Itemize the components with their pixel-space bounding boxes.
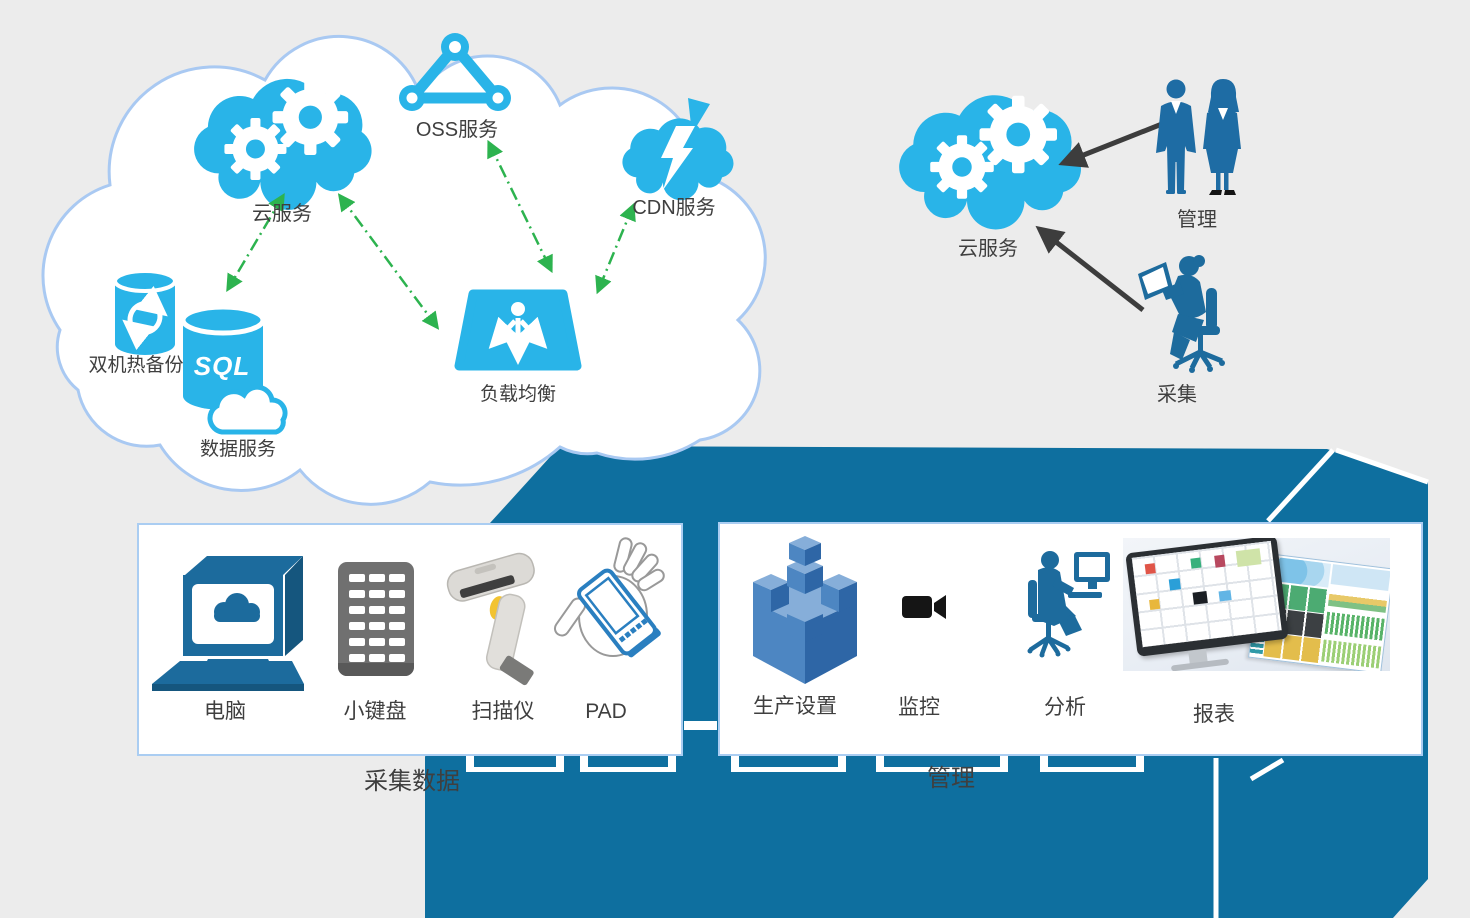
oss-service-icon <box>399 33 511 111</box>
label-collector: 采集 <box>1157 384 1197 406</box>
hot-backup-icon <box>113 269 177 355</box>
label-monitoring: 监控 <box>898 696 940 719</box>
cdn-service-icon <box>622 98 734 201</box>
label-oss-service: OSS服务 <box>415 119 499 141</box>
link-cdn-loadbalancer <box>595 202 636 295</box>
label-report: 报表 <box>1193 703 1235 726</box>
cloud-service-icon <box>194 79 371 210</box>
arrow-managers-to-cloud <box>1058 119 1168 168</box>
platform-leg-marks <box>466 755 1144 772</box>
cloud-shape <box>41 34 767 506</box>
label-cloud-service: 云服务 <box>252 203 312 225</box>
report-dashboard-image <box>1123 538 1390 671</box>
label-scanner: 扫描仪 <box>471 700 535 723</box>
cloud-service-icon-right <box>899 95 1081 229</box>
link-oss-loadbalancer <box>487 139 553 274</box>
link-cloud-loadbalancer <box>337 193 440 330</box>
caption-manage: 管理 <box>927 765 975 792</box>
label-managers: 管理 <box>1177 209 1217 231</box>
load-balancer-icon <box>454 289 582 371</box>
label-cloud-service-right: 云服务 <box>958 238 1018 260</box>
label-hot-backup: 双机热备份 <box>88 355 184 376</box>
caption-collect-data: 采集数据 <box>364 768 460 795</box>
monitor-image <box>1125 538 1289 657</box>
data-service-cloud-icon <box>207 384 288 435</box>
collector-icon <box>1138 255 1225 373</box>
green-links <box>226 139 636 330</box>
label-data-service: 数据服务 <box>199 439 277 460</box>
sql-badge: SQL <box>193 351 251 381</box>
label-pad: PAD <box>585 700 627 723</box>
label-computer: 电脑 <box>204 700 246 723</box>
label-cdn-service: CDN服务 <box>632 197 716 219</box>
label-load-balancer: 负载均衡 <box>479 384 557 405</box>
managers-icon <box>1156 79 1241 195</box>
label-production: 生产设置 <box>753 695 837 718</box>
arrow-collector-to-cloud <box>1035 225 1145 312</box>
label-analysis: 分析 <box>1044 696 1086 719</box>
label-keypad: 小键盘 <box>343 700 407 723</box>
